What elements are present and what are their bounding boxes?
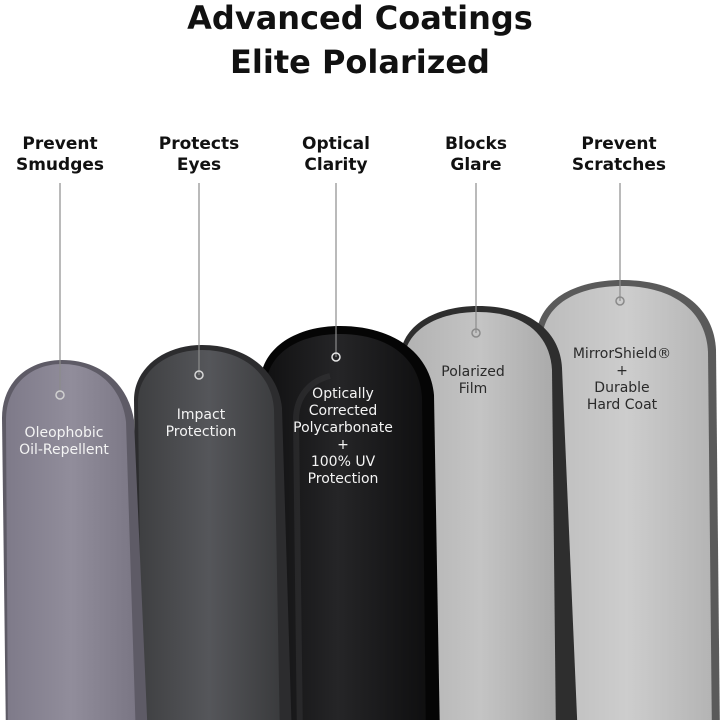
title-line-1: Advanced Coatings bbox=[187, 0, 533, 37]
layer-label-line: Durable bbox=[594, 380, 650, 396]
layer-label-line: Oleophobic bbox=[24, 425, 104, 441]
layer-label-line: + bbox=[616, 363, 628, 379]
layer-label-line: Hard Coat bbox=[586, 397, 658, 413]
lens-layer-polycarbonate bbox=[260, 326, 440, 720]
layer-label-line: Optically bbox=[312, 386, 374, 402]
lens-layer-oleophobic bbox=[2, 360, 148, 720]
benefit-prevent-scratches: Prevent Scratches bbox=[549, 134, 689, 176]
title-line-2: Elite Polarized bbox=[230, 43, 490, 81]
layer-label-line: MirrorShield® bbox=[572, 346, 672, 362]
benefit-protects-eyes: Protects Eyes bbox=[129, 134, 269, 176]
benefit-line-2: Clarity bbox=[304, 155, 368, 175]
benefit-line-2: Scratches bbox=[571, 155, 667, 175]
layer-label-line: Protection bbox=[165, 424, 237, 440]
benefit-line-1: Prevent bbox=[22, 134, 98, 154]
leader-dots bbox=[55, 296, 625, 400]
benefit-line-2: Glare bbox=[450, 155, 502, 175]
benefit-line-1: Prevent bbox=[581, 134, 657, 154]
layer-label-polarized-film: Polarized Film bbox=[418, 364, 528, 398]
layer-label-line: Film bbox=[458, 381, 488, 397]
benefit-prevent-smudges: Prevent Smudges bbox=[0, 134, 130, 176]
layer-label-line: + bbox=[337, 437, 349, 453]
layer-label-mirrorshield: MirrorShield® + Durable Hard Coat bbox=[562, 346, 682, 414]
layer-label-line: Polarized bbox=[441, 364, 505, 380]
lens-layer-polarized-film bbox=[400, 306, 578, 720]
lens-layer-impact bbox=[134, 345, 292, 720]
benefit-line-2: Smudges bbox=[15, 155, 105, 175]
layer-label-polycarbonate: Optically Corrected Polycarbonate + 100%… bbox=[278, 386, 408, 488]
leader-lines bbox=[59, 183, 621, 395]
benefit-blocks-glare: Blocks Glare bbox=[406, 134, 546, 176]
benefit-line-1: Protects bbox=[158, 134, 240, 154]
lens-layer-mirrorshield bbox=[536, 280, 720, 720]
layer-label-line: Protection bbox=[307, 471, 379, 487]
layer-label-line: Oil-Repellent bbox=[19, 442, 109, 458]
layer-label-line: Polycarbonate bbox=[293, 420, 393, 436]
layer-label-line: Impact bbox=[176, 407, 226, 423]
benefit-line-1: Blocks bbox=[445, 134, 507, 154]
benefit-line-1: Optical bbox=[302, 134, 370, 154]
page-title: Advanced Coatings Elite Polarized bbox=[0, 0, 720, 84]
layer-label-line: Corrected bbox=[308, 403, 378, 419]
layer-label-line: 100% UV bbox=[310, 454, 376, 470]
layer-label-impact: Impact Protection bbox=[141, 407, 261, 441]
benefit-optical-clarity: Optical Clarity bbox=[266, 134, 406, 176]
benefit-line-2: Eyes bbox=[176, 155, 222, 175]
layer-label-oleophobic: Oleophobic Oil-Repellent bbox=[4, 425, 124, 459]
